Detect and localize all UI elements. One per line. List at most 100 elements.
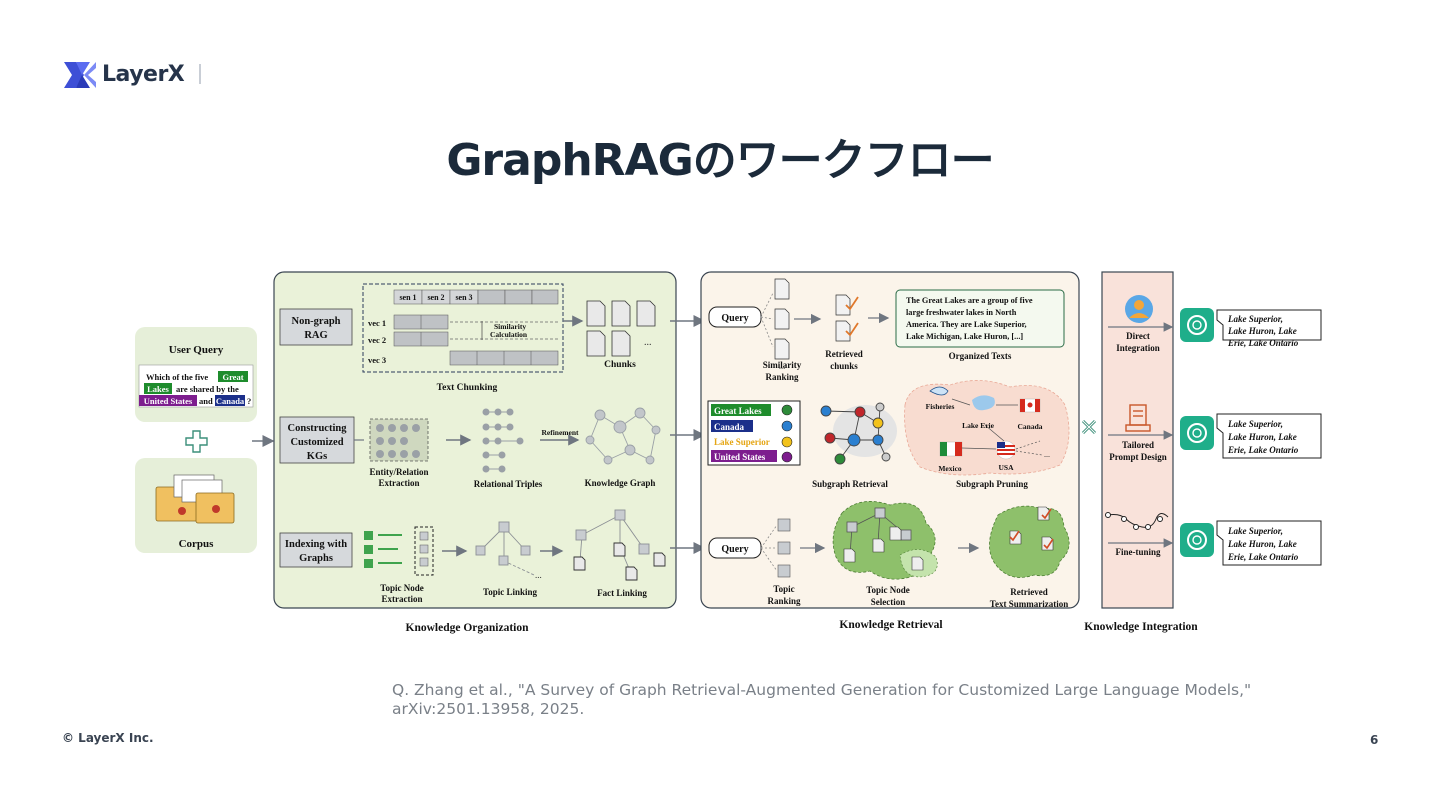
fact-linking-label: Fact Linking xyxy=(597,588,647,598)
copyright: © LayerX Inc. xyxy=(62,731,154,745)
svg-text:Prompt Design: Prompt Design xyxy=(1109,452,1167,462)
topic-node-selection-label: Topic Node xyxy=(866,585,909,595)
user-query-title: User Query xyxy=(169,344,224,356)
knowledge-organization-label: Knowledge Organization xyxy=(406,622,530,634)
svg-text:vec 2: vec 2 xyxy=(368,335,386,345)
svg-text:Lake Superior,: Lake Superior, xyxy=(1227,419,1283,429)
svg-text:Extraction: Extraction xyxy=(382,594,423,604)
svg-text:Ranking: Ranking xyxy=(767,596,801,606)
svg-text:America. They are Lake Superio: America. They are Lake Superior, xyxy=(906,320,1027,329)
svg-text:Calculation: Calculation xyxy=(490,330,528,339)
corpus-panel: Corpus xyxy=(135,458,257,553)
svg-text:sen 3: sen 3 xyxy=(455,293,472,302)
finetuning-curve-icon xyxy=(1105,512,1169,530)
svg-text:Customized: Customized xyxy=(290,437,343,448)
pruning-canada: Canada xyxy=(1017,422,1042,431)
topic-node-extraction-label: Topic Node xyxy=(380,583,423,593)
chunks-document-icons xyxy=(586,300,656,357)
svg-text:Lake Huron, Lake: Lake Huron, Lake xyxy=(1227,326,1297,336)
tailored-prompt-label: Tailored xyxy=(1122,440,1154,450)
knowledge-organization-panel: Non-graph RAG Constructing Customized KG… xyxy=(273,271,677,609)
subgraph-pruning-icon xyxy=(929,386,1043,460)
entity-united-states: United States xyxy=(714,452,766,462)
query-pill-top: Query xyxy=(721,313,748,324)
organized-text-line: The Great Lakes are a group of five xyxy=(906,296,1033,305)
pruning-lake-erie: Lake Erie xyxy=(962,421,995,430)
citation: Q. Zhang et al., "A Survey of Graph Retr… xyxy=(392,681,1252,718)
plus-icon xyxy=(185,430,208,453)
svg-text:vec 3: vec 3 xyxy=(368,355,386,365)
knowledge-retrieval-panel: Query ... Similarity Similarity Ranking … xyxy=(700,271,1080,609)
entity-lake-superior: Lake Superior xyxy=(714,437,770,447)
sentence-cells: sen 1 sen 2 sen 3 xyxy=(393,289,559,305)
prompt-design-icon xyxy=(1125,404,1151,432)
subgraph-pruning-label: Subgraph Pruning xyxy=(956,479,1028,489)
svg-text:Similarity: Similarity xyxy=(494,322,526,331)
pruning-usa: USA xyxy=(998,463,1014,472)
topic-ranking-label: Topic xyxy=(773,584,794,594)
uq-q: ? xyxy=(247,396,251,406)
svg-text:Lake Superior,: Lake Superior, xyxy=(1227,526,1283,536)
entity-great-lakes: Great Lakes xyxy=(714,406,762,416)
topic-linking-icon xyxy=(475,521,535,576)
svg-text:...: ... xyxy=(779,361,785,371)
svg-text:large freshwater lakes in Nort: large freshwater lakes in North xyxy=(906,308,1017,317)
fact-linking-icon xyxy=(573,509,666,581)
svg-text:sen 2: sen 2 xyxy=(427,293,444,302)
query-pill-bottom: Query xyxy=(721,544,748,555)
layerx-logo-icon xyxy=(64,62,96,88)
retrieved-summarization-icon xyxy=(989,505,1070,578)
topic-linking-label: Topic Linking xyxy=(483,587,537,597)
svg-text:Extraction: Extraction xyxy=(379,478,420,488)
subgraph-retrieval-icon xyxy=(820,402,897,465)
svg-text:Erie, Lake Ontario: Erie, Lake Ontario xyxy=(1227,338,1299,348)
svg-text:Integration: Integration xyxy=(1116,343,1160,353)
svg-text:Lake Michigan, Lake Huron, [..: Lake Michigan, Lake Huron, [...] xyxy=(906,332,1023,341)
svg-text:Ranking: Ranking xyxy=(765,372,799,382)
svg-text:Erie, Lake Ontario: Erie, Lake Ontario xyxy=(1227,445,1299,455)
svg-text:Lake Huron, Lake: Lake Huron, Lake xyxy=(1227,539,1297,549)
svg-text:Selection: Selection xyxy=(871,597,906,607)
similarity-ranking-docs xyxy=(774,278,790,360)
uq-hl-canada: Canada xyxy=(216,396,245,406)
user-query-panel: User Query Which of the five Great Lakes… xyxy=(135,327,257,422)
chunks-label: Chunks xyxy=(604,360,636,370)
topic-node-extraction-icon xyxy=(364,526,434,576)
svg-text:Graphs: Graphs xyxy=(299,553,333,564)
entity-extraction-dots xyxy=(376,424,420,458)
pruning-mexico: Mexico xyxy=(938,464,962,473)
subgraph-retrieval-label: Subgraph Retrieval xyxy=(812,479,888,489)
topic-node-selection-icon xyxy=(832,501,938,580)
entity-canada: Canada xyxy=(714,422,745,432)
organized-texts-label: Organized Texts xyxy=(949,351,1012,361)
svg-text:Lake Superior,: Lake Superior, xyxy=(1227,314,1283,324)
uq-hl-us: United States xyxy=(144,396,193,406)
uq-and: and xyxy=(199,396,213,406)
llm-answer-2: Lake Superior, Lake Huron, Lake Erie, La… xyxy=(1180,413,1322,459)
svg-text:...: ... xyxy=(1044,450,1050,459)
page-number: 6 xyxy=(1370,733,1379,747)
svg-text:KGs: KGs xyxy=(307,451,327,462)
svg-text:Text Summarization: Text Summarization xyxy=(990,599,1068,609)
cross-connector-icon xyxy=(1081,419,1097,435)
svg-text:sen 1: sen 1 xyxy=(399,293,416,302)
svg-text:Lake Huron, Lake: Lake Huron, Lake xyxy=(1227,432,1297,442)
nongraph-rag-label: Non-graph xyxy=(291,316,340,327)
knowledge-retrieval-label: Knowledge Retrieval xyxy=(839,619,942,631)
uq-line2: are shared by the xyxy=(176,384,239,394)
svg-text:Similarity: Similarity xyxy=(763,360,802,370)
refinement-label: Refinement xyxy=(541,428,579,437)
logo-divider xyxy=(199,64,201,84)
uq-line1: Which of the five xyxy=(146,372,208,382)
corpus-label: Corpus xyxy=(179,538,215,550)
pruning-fisheries: Fisheries xyxy=(926,402,955,411)
user-avatar-icon xyxy=(1125,295,1153,323)
relational-triples-label: Relational Triples xyxy=(474,479,543,489)
folder-icon xyxy=(155,474,235,524)
entity-relation-label: Entity/Relation xyxy=(369,467,428,477)
relational-triples-icon xyxy=(482,408,524,473)
knowledge-integration-panel: Direct Integration Tailored Prompt Desig… xyxy=(1101,271,1174,609)
retrieved-ts-label: Retrieved xyxy=(1010,587,1047,597)
svg-text:chunks: chunks xyxy=(830,361,858,371)
brand-name: LayerX xyxy=(102,62,185,87)
